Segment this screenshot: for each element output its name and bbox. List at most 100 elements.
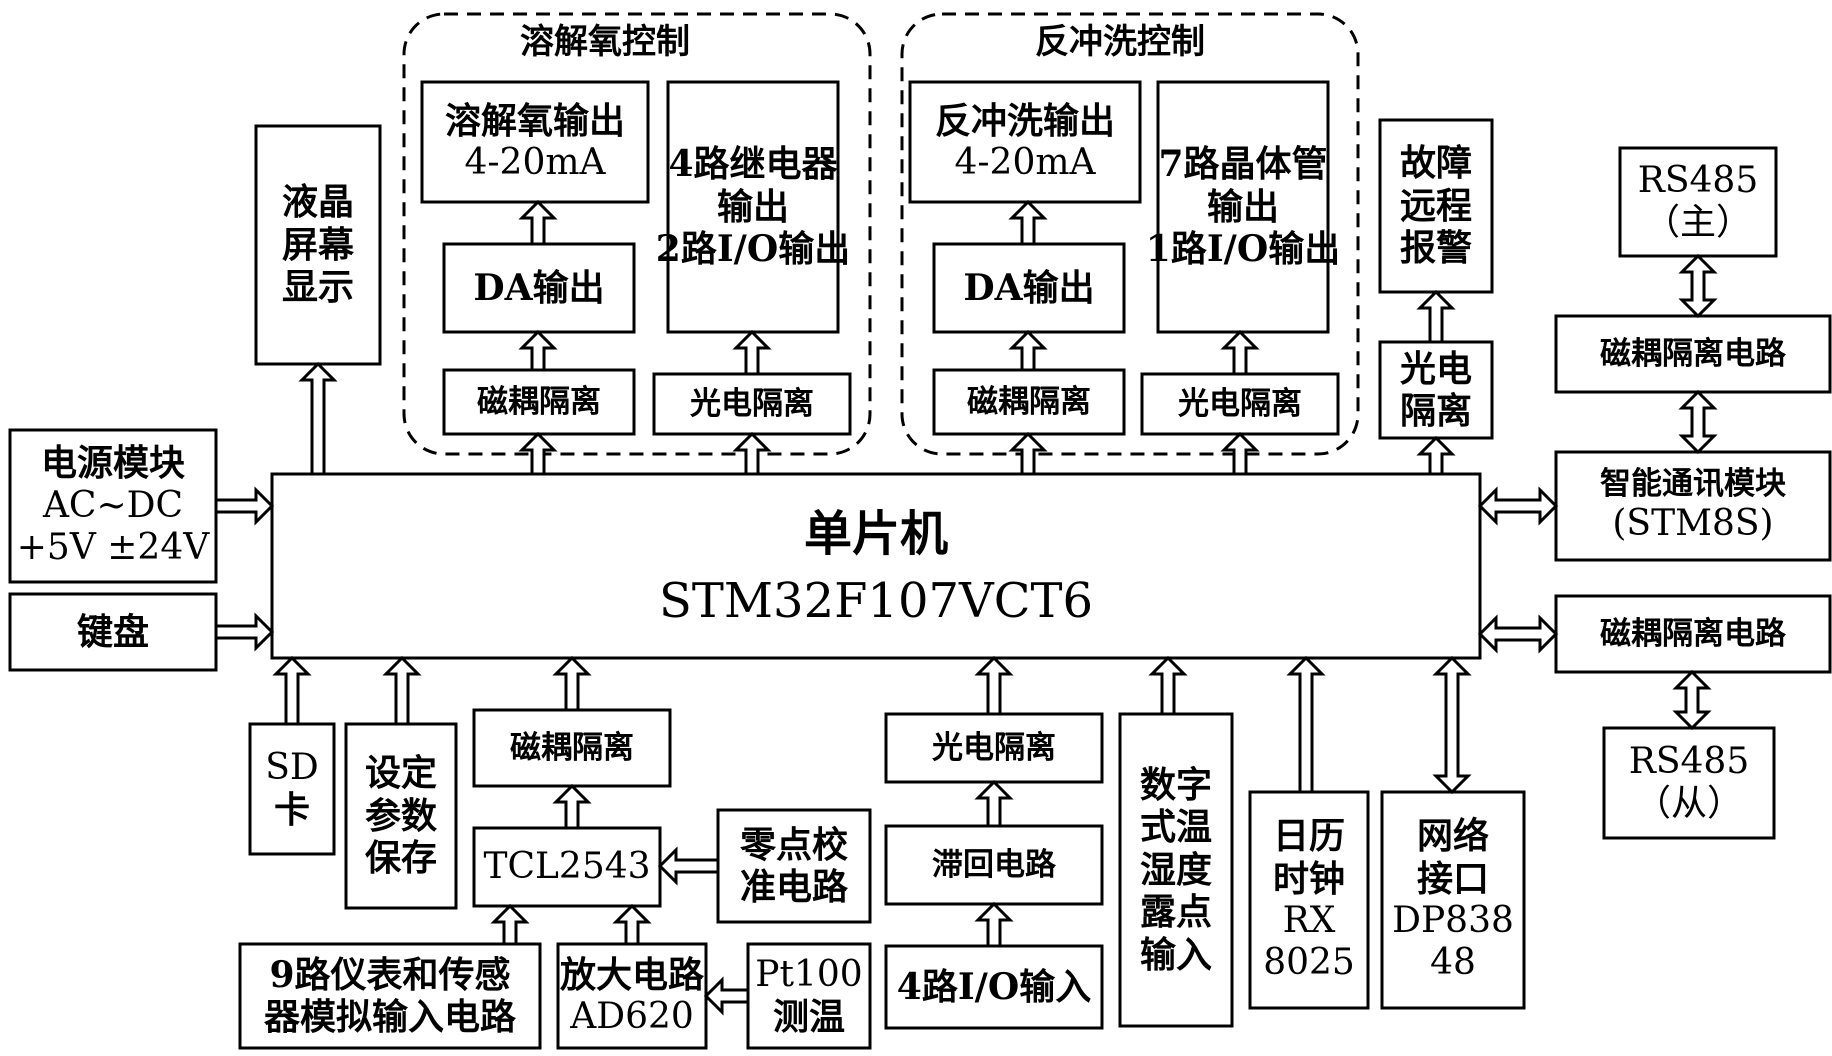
opto-isolation-box-3: 光电隔离 [1399, 347, 1472, 432]
relay-output-frame [666, 80, 840, 334]
arrow-da-to-backwash-output [1008, 199, 1048, 246]
arrow-pt100-to-amplifier [703, 976, 750, 1016]
arrow-mag-iso-2-rs485-slave [1672, 669, 1712, 731]
arrow-analog-input-to-tcl2543 [490, 903, 530, 946]
analog-input-box: 9路仪表和传感器模拟输入电路 [263, 953, 516, 1038]
tcl2543-box: TCL2543 [483, 845, 651, 887]
mag-isolation-circuit-box-1: 磁耦隔离电路 [1600, 335, 1786, 372]
digital-sensor-box: 数字式温湿度露点输入 [1139, 763, 1212, 976]
amplifier-box: 放大电路 AD620 [559, 953, 704, 1037]
rtc-frame [1248, 790, 1370, 1010]
arrow-opto-iso-2-to-transistor [1220, 329, 1260, 376]
arrow-mcu-to-opto-iso-1 [732, 431, 772, 476]
arrow-param-save-to-mcu [382, 655, 422, 726]
arrow-mcu-network [1432, 655, 1472, 795]
do-output-box: 溶解氧输出 4-20mA [444, 99, 625, 183]
network-frame [1380, 790, 1526, 1010]
sd-card-frame [248, 722, 336, 856]
arrow-digital-sensor-to-mcu [1148, 655, 1188, 716]
hysteresis-frame [884, 824, 1104, 906]
arrow-mcu-to-opto-iso-2 [1220, 431, 1260, 476]
analog-input-frame [238, 942, 542, 1050]
keyboard-box: 键盘 [76, 610, 149, 653]
mag-isolation-frame-2 [932, 368, 1126, 436]
hysteresis-box: 滞回电路 [932, 846, 1056, 883]
backwash-output-frame [908, 80, 1142, 204]
comm-module-box: 智能通讯模块 (STM8S) [1600, 466, 1786, 545]
param-save-box: 设定参数保存 [364, 752, 437, 880]
arrow-zero-cal-to-tcl2543 [657, 846, 720, 886]
mag-isolation-box-2: 磁耦隔离 [967, 383, 1091, 420]
opto-isolation-box-2: 光电隔离 [1178, 385, 1302, 422]
mcu-label: 单片机 STM32F107VCT6 [659, 506, 1093, 629]
arrow-rs485-master-mag-iso-1 [1678, 253, 1718, 319]
arrow-mcu-to-mag-iso-2 [1008, 431, 1048, 476]
fault-alarm-frame [1378, 118, 1494, 294]
mcu-box [270, 472, 1482, 660]
rs485-slave-frame [1602, 726, 1776, 840]
do-control-group-title: 溶解氧控制 [520, 21, 690, 62]
fault-alarm-box: 故障远程报警 [1399, 142, 1472, 270]
mag-isolation-box-1: 磁耦隔离 [477, 383, 601, 420]
do-control-group-frame [402, 12, 872, 456]
keyboard-frame [8, 592, 218, 672]
io-input-box: 4路I/O输入 [896, 965, 1092, 1008]
mag-isolation-frame-4 [472, 708, 672, 788]
backwash-control-group-frame [900, 12, 1360, 456]
rs485-master-box: RS485（主） [1637, 159, 1759, 243]
pt100-frame [746, 942, 872, 1050]
da-output-box-1: DA输出 [473, 266, 605, 309]
opto-isolation-box-1: 光电隔离 [690, 385, 814, 422]
power-module-frame [8, 428, 218, 584]
mag-isolation-box-4: 磁耦隔离 [510, 729, 634, 766]
arrow-sd-card-to-mcu [272, 655, 312, 726]
rs485-slave-box: RS485（从） [1628, 740, 1750, 824]
backwash-output-box: 反冲洗输出 4-20mA [934, 99, 1115, 183]
arrow-opto-iso-4-to-mcu [974, 655, 1014, 716]
da-output-box-2: DA输出 [963, 266, 1095, 309]
arrow-mcu-comm-module [1477, 486, 1559, 526]
rs485-master-frame [1618, 146, 1778, 258]
arrow-mcu-to-opto-iso-3 [1416, 435, 1456, 476]
arrow-mag-iso-4-to-mcu [552, 655, 592, 712]
digital-sensor-frame [1118, 712, 1234, 1028]
mag-isolation-circuit-box-2: 磁耦隔离电路 [1600, 615, 1786, 652]
arrow-da-to-do-output [518, 199, 558, 246]
arrow-amplifier-to-tcl2543 [612, 903, 652, 946]
arrow-io-input-to-hysteresis [974, 901, 1014, 948]
arrow-mag-iso-2-to-da [1008, 329, 1048, 372]
power-module-box: 电源模块 AC~DC +5V ±24V [16, 442, 210, 569]
opto-isolation-box-4: 光电隔离 [932, 729, 1056, 766]
zero-calibration-box: 零点校准电路 [739, 823, 848, 908]
network-box: 网络 接口 DP838 48 [1392, 815, 1514, 984]
opto-isolation-frame-2 [1140, 372, 1340, 436]
da-output-frame-1 [442, 242, 636, 334]
comm-module-frame [1554, 450, 1832, 562]
arrow-mcu-to-mag-iso-1 [518, 431, 558, 476]
arrow-tcl2543-to-mag-iso-4 [552, 783, 592, 830]
arrow-keyboard-to-mcu [214, 612, 275, 652]
param-save-frame [344, 722, 458, 910]
arrow-rtc-to-mcu [1286, 655, 1326, 794]
arrow-hysteresis-to-opto-iso-4 [974, 779, 1014, 828]
arrow-mcu-to-lcd [298, 361, 338, 476]
arrow-mag-iso-1-to-da [518, 329, 558, 372]
arrow-mag-iso-1-comm-module [1678, 389, 1718, 455]
arrow-opto-iso-3-to-fault-alarm [1416, 289, 1456, 344]
lcd-display-box: 液晶屏幕显示 [281, 181, 354, 309]
arrow-power-to-mcu [214, 486, 275, 526]
transistor-output-frame [1156, 80, 1330, 334]
mag-isolation-circuit-frame-1 [1554, 314, 1832, 394]
lcd-display-frame [254, 124, 382, 366]
backwash-control-group-title: 反冲洗控制 [1035, 21, 1205, 62]
io-input-frame [884, 944, 1104, 1030]
pt100-box: Pt100 测温 [755, 953, 863, 1038]
arrow-mcu-mag-iso-circuit-2 [1477, 614, 1559, 654]
rtc-box: 日历 时钟 RX 8025 [1263, 815, 1355, 984]
arrow-opto-iso-1-to-relay [732, 329, 772, 376]
